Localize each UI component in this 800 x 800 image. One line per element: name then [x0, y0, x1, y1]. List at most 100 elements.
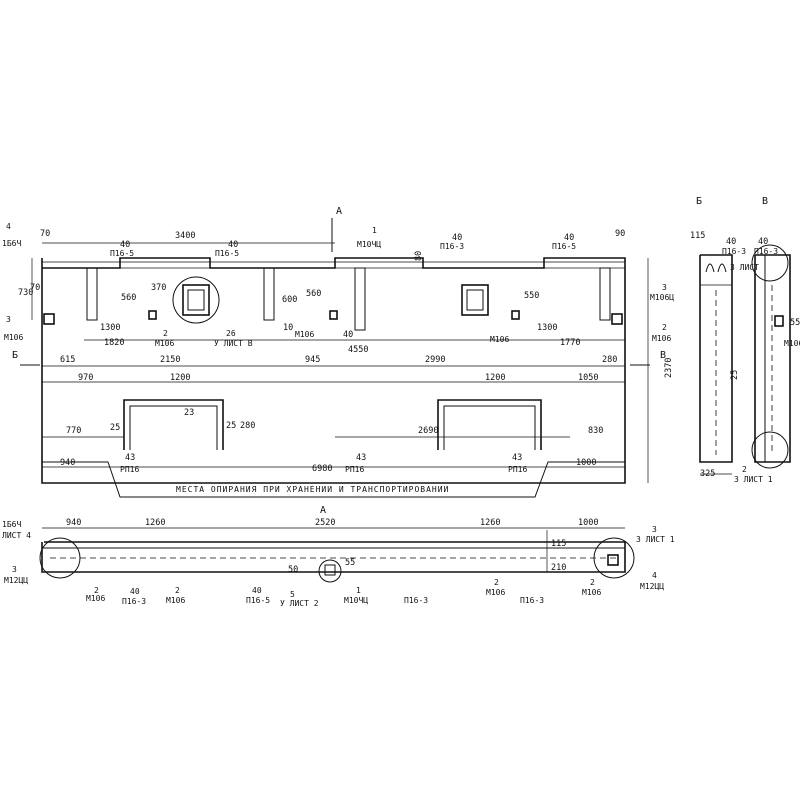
dim-90-text: 90 — [615, 229, 625, 239]
mark-1: 1 — [372, 226, 377, 235]
section-a-bottom: А — [320, 505, 326, 516]
dim-280b-text: 280 — [240, 421, 255, 431]
ref-m106-b3: М106 — [486, 588, 505, 597]
section-b-outline — [699, 254, 733, 463]
dim-370-text: 370 — [151, 283, 166, 293]
dim-1260a-text: 1260 — [145, 518, 165, 528]
mark-5: 5 — [290, 590, 295, 599]
section-v-detail-top — [751, 244, 789, 282]
plan-plate-right — [607, 554, 619, 566]
dim-770-text: 770 — [66, 426, 81, 436]
dim-730-text: 730 — [18, 288, 33, 298]
mark-2b: 2 — [163, 329, 168, 338]
dim-550-text: 550 — [524, 291, 539, 301]
section-v-outline — [754, 254, 791, 463]
ref-rp16b: РП16 — [345, 465, 364, 474]
dim-40b-text: 40 — [228, 240, 238, 250]
opening-right — [437, 399, 542, 450]
window-right-inner — [466, 289, 484, 311]
ref-m10ch-b: М10ЧЦ — [344, 596, 368, 605]
dim-1200a-text: 1200 — [170, 373, 190, 383]
dim-40-10-text: 40 — [343, 330, 353, 340]
ref-p16-3c: П16-3 — [404, 596, 428, 605]
mark-3d: 3 — [652, 525, 657, 534]
window-right — [461, 284, 489, 316]
dim-2150-text: 2150 — [160, 355, 180, 365]
ref-m106-c1: М106 — [155, 339, 174, 348]
dim-40-s2: 40 — [758, 237, 768, 247]
plate-1 — [148, 310, 157, 320]
ref-list4: ЛИСТ 4 — [2, 531, 31, 540]
dim-80-text: 80 — [414, 251, 424, 261]
dim-830-text: 830 — [588, 426, 603, 436]
ref-p16-3e: П16-3 — [722, 247, 746, 256]
section-views — [699, 244, 791, 475]
ref-list-b: 3 ЛИСТ — [730, 263, 759, 272]
ref-p16-3b: П16-3 — [122, 597, 146, 606]
dim-70-text: 70 — [40, 229, 50, 239]
caption-support: МЕСТА ОПИРАНИЯ ПРИ ХРАНЕНИИ И ТРАНСПОРТИ… — [176, 485, 449, 494]
dim-40f-text: 40 — [252, 586, 262, 595]
plan-outline — [41, 541, 626, 573]
section-b-hook-b — [717, 263, 727, 273]
mark-2f: 2 — [590, 578, 595, 587]
dim-50-text: 50 — [288, 565, 298, 575]
ref-m106ch-r: М106Ц — [650, 293, 674, 302]
mark-26: 26 — [226, 329, 236, 338]
dim-43a-text: 43 — [125, 453, 135, 463]
dim-10-text: 10 — [283, 323, 293, 333]
ref-1b6ch: 1Б6Ч — [2, 239, 21, 248]
ref-p16-3d: П16-3 — [520, 596, 544, 605]
dim-40c-text: 40 — [452, 233, 462, 243]
mark-2c: 2 — [94, 586, 99, 595]
ref-m106-c2: М106 — [295, 330, 314, 339]
ref-m106-r: М106 — [652, 334, 671, 343]
mark-2d: 2 — [175, 586, 180, 595]
support-band — [42, 461, 625, 498]
ref-p16-3f: П16-3 — [754, 247, 778, 256]
plate-left — [43, 313, 55, 325]
section-v-plate — [774, 315, 784, 327]
dim-25a-text: 25 — [226, 421, 236, 431]
dim-23-text: 23 — [184, 408, 194, 418]
opening-left — [123, 399, 224, 450]
slot-2 — [263, 267, 275, 321]
mark-3b: 3 — [6, 315, 11, 324]
dim-25b-text: 25 — [110, 423, 120, 433]
section-b-hook-a — [705, 263, 715, 273]
ref-m106-c3: М106 — [490, 335, 509, 344]
dim-615-text: 615 — [60, 355, 75, 365]
ref-y-list-v: У ЛИСТ В — [214, 339, 253, 348]
ref-y-list2: У ЛИСТ 2 — [280, 599, 319, 608]
ref-m12ch-l: М12ЦЦ — [4, 576, 28, 585]
section-a-top: А — [336, 206, 342, 217]
opening-right-inner — [443, 405, 536, 450]
dim-70v-text: 70 — [30, 283, 40, 293]
dim-115b-text: 115 — [690, 231, 705, 241]
dim-2990-text: 2990 — [425, 355, 445, 365]
dim-43b-text: 43 — [356, 453, 366, 463]
plan-detail-center — [318, 559, 342, 583]
dim-4550-text: 4550 — [348, 345, 368, 355]
mark-3a: 3 — [662, 283, 667, 292]
ref-p16-5b: П16-5 — [215, 249, 239, 258]
dim-40d-text: 40 — [564, 233, 574, 243]
panel-outline — [41, 257, 626, 484]
plan-detail-right — [593, 537, 635, 579]
plate-3 — [511, 310, 520, 320]
dim-1770-text: 1770 — [560, 338, 580, 348]
dim-600-text: 600 — [282, 295, 297, 305]
dim-1050-text: 1050 — [578, 373, 598, 383]
dim-940b-text: 940 — [66, 518, 81, 528]
plan-detail-left — [39, 537, 81, 579]
slot-4 — [599, 267, 611, 321]
plan-view — [39, 527, 635, 583]
section-b-left: Б — [12, 350, 18, 361]
ref-m12ch-r: М12ЦЦ — [640, 582, 664, 591]
dim-970-text: 970 — [78, 373, 93, 383]
mark-4: 4 — [6, 222, 11, 231]
section-b-view: Б — [696, 196, 702, 207]
opening-left-inner — [129, 405, 218, 450]
dim-2520-text: 2520 — [315, 518, 335, 528]
ref-rp16c: РП16 — [508, 465, 527, 474]
